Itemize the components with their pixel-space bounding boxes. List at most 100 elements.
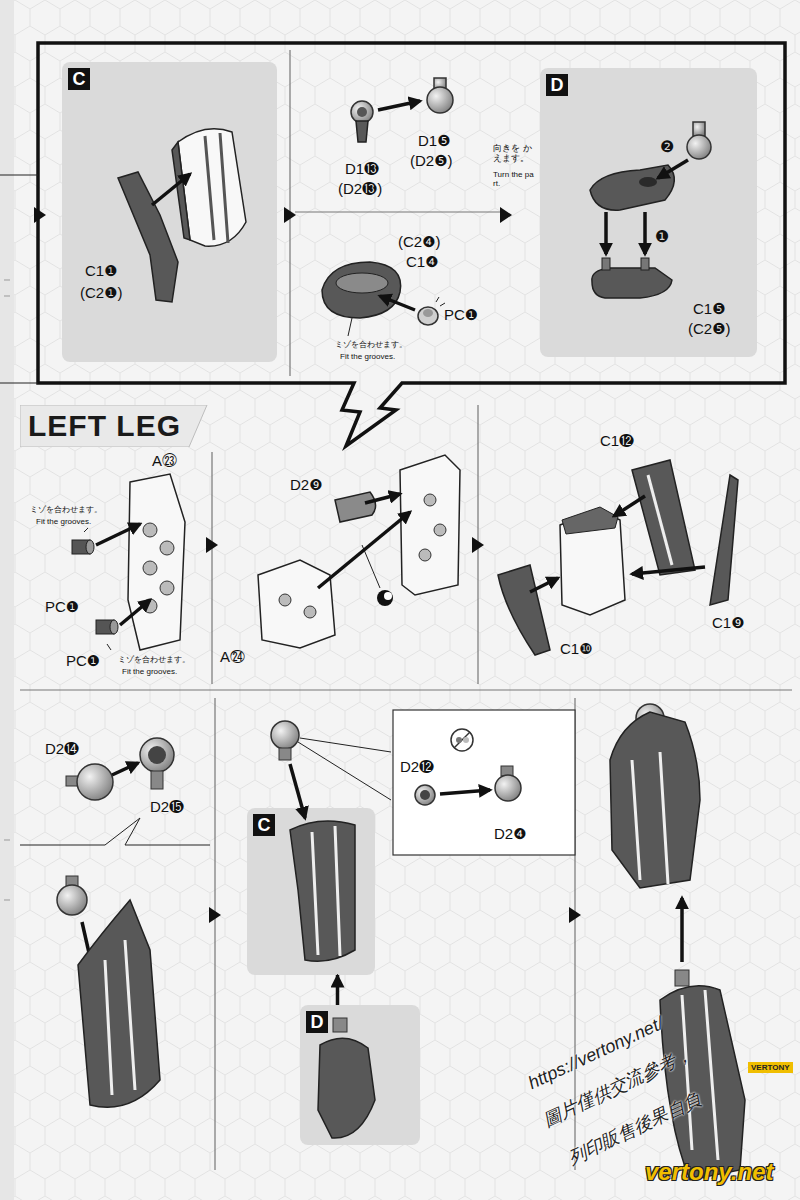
step-triangle <box>34 207 581 923</box>
joint-part <box>20 818 210 845</box>
assembly-arrow <box>318 494 410 588</box>
inset-box <box>415 785 435 805</box>
panel-letter: D <box>306 1011 328 1033</box>
part-number: (D2❺) <box>410 152 453 169</box>
assembly-arrow <box>152 174 190 205</box>
section-banner: LEFT LEG <box>20 405 211 447</box>
step-triangle <box>209 907 221 923</box>
frame-part <box>110 620 118 634</box>
armor-part <box>498 460 738 655</box>
foot-part <box>590 122 711 298</box>
assembly-arrow <box>658 160 688 178</box>
panel-letter: C <box>68 68 90 90</box>
frame-part <box>86 540 94 554</box>
section-frame <box>290 50 500 376</box>
assembly-arrow <box>378 101 420 110</box>
frame-part <box>434 524 446 536</box>
panel-letter: D <box>546 74 568 96</box>
panel-fill <box>62 62 757 1145</box>
frame-part <box>84 528 111 650</box>
leg-assembly <box>632 752 668 884</box>
armor-part <box>290 821 375 1138</box>
armor-part <box>322 262 445 336</box>
inset-box <box>393 710 575 855</box>
part-number: PC❶ <box>66 652 100 669</box>
leg-assembly <box>675 970 689 986</box>
part-number: D2⓯ <box>150 798 184 815</box>
foot-part <box>592 268 672 298</box>
armor-part <box>436 297 445 306</box>
foot-part <box>641 258 649 270</box>
inset-box <box>463 737 469 743</box>
frame-part <box>304 606 316 618</box>
frame-part <box>72 474 185 650</box>
foot-part <box>639 177 657 187</box>
inset-box <box>495 775 521 801</box>
joint-part <box>279 748 291 760</box>
part-number: C1⓬ <box>600 432 634 449</box>
frame-part <box>143 523 157 537</box>
assembly-arrow <box>378 101 420 110</box>
armor-part <box>78 900 160 1107</box>
assembly-arrow <box>530 578 558 592</box>
step-panel: D <box>300 1005 420 1145</box>
assembly-arrow <box>614 496 645 516</box>
background-pattern <box>0 0 14 1200</box>
leg-assembly <box>660 986 745 1180</box>
foot-part <box>693 122 705 136</box>
assembly-arrow <box>290 764 305 818</box>
part-number: D1❺ <box>418 132 451 149</box>
assembly-arrow <box>336 975 340 1005</box>
assembly-arrow <box>96 524 150 625</box>
armor-part <box>118 129 246 302</box>
note-text: ミゾを合わせます。 <box>118 655 190 664</box>
step-order: ❶ <box>655 228 669 246</box>
armor-part <box>78 900 160 1107</box>
note-text: ミゾを合わせます。 <box>335 340 407 349</box>
frame-part <box>279 594 291 606</box>
assembly-arrow <box>112 763 138 775</box>
part-number: D2⓬ <box>400 758 434 775</box>
armor-part <box>172 142 190 240</box>
inset-box <box>393 710 575 855</box>
frame-part <box>128 474 185 650</box>
panel-letter: C <box>253 814 275 836</box>
joint-part <box>140 738 174 772</box>
frame-part <box>258 455 460 648</box>
frame-part <box>258 560 335 648</box>
assembly-arrow <box>290 764 305 818</box>
section-title: LEFT LEG <box>20 405 211 447</box>
part-number: (C2❺) <box>688 320 731 337</box>
background-pattern <box>14 0 800 1200</box>
panel-fill <box>540 68 757 357</box>
armor-part <box>418 307 438 325</box>
assembly-arrow <box>643 212 647 254</box>
watermark: vertony.net <box>645 1158 773 1186</box>
assembly-arrow <box>380 296 415 310</box>
inset-box <box>451 729 473 751</box>
assembly-arrow <box>152 174 190 205</box>
armor-part <box>322 262 401 318</box>
frame-part <box>419 549 431 561</box>
frame-part <box>384 592 392 600</box>
armor-part <box>105 940 135 1095</box>
assembly-arrow <box>318 512 410 588</box>
assembly-arrow <box>604 212 608 254</box>
assembly-arrow <box>682 898 683 962</box>
part-number: C1❺ <box>693 300 726 317</box>
armor-part <box>312 826 340 956</box>
frame-part <box>424 494 436 506</box>
joint-part <box>271 721 391 800</box>
section-frame <box>0 175 38 383</box>
armor-part <box>498 565 550 655</box>
note-text: Fit the grooves. <box>36 517 91 526</box>
part-number: PC❶ <box>444 306 478 323</box>
armor-part <box>348 318 352 336</box>
panel-fill <box>300 1005 420 1145</box>
armor-part <box>648 475 672 565</box>
frame-part <box>377 590 393 606</box>
